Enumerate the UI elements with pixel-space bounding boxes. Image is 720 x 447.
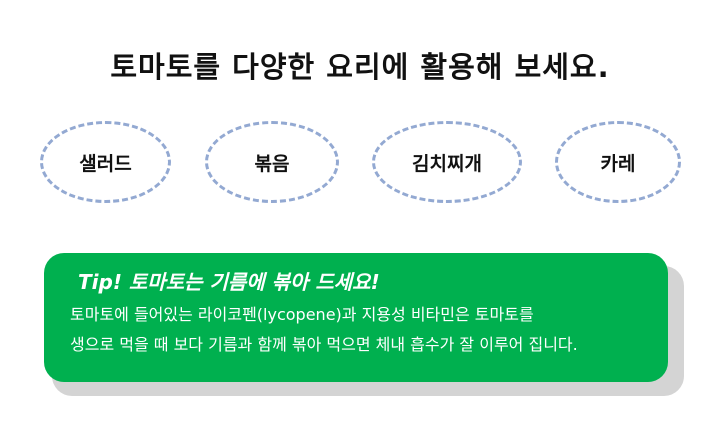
tip-text-line-2: 생으로 먹을 때 보다 기름과 함께 볶아 먹으면 체내 흡수가 잘 이루어 집…: [70, 335, 578, 354]
page-title: 토마토를 다양한 요리에 활용해 보세요.: [110, 50, 610, 84]
dish-oval-kimchi-stew: 김치찌개: [372, 121, 522, 203]
tip-title: Tip! 토마토는 기름에 볶아 드세요!: [78, 270, 380, 294]
dish-oval-salad: 샐러드: [40, 121, 171, 203]
dish-oval-curry: 카레: [555, 121, 681, 203]
tip-text-line-1: 토마토에 들어있는 라이코펜(lycopene)과 지용성 비타민은 토마토를: [70, 305, 534, 324]
dish-oval-stir-fry: 볶음: [205, 121, 339, 203]
tip-box: Tip! 토마토는 기름에 볶아 드세요! 토마토에 들어있는 라이코펜(lyc…: [44, 253, 668, 382]
